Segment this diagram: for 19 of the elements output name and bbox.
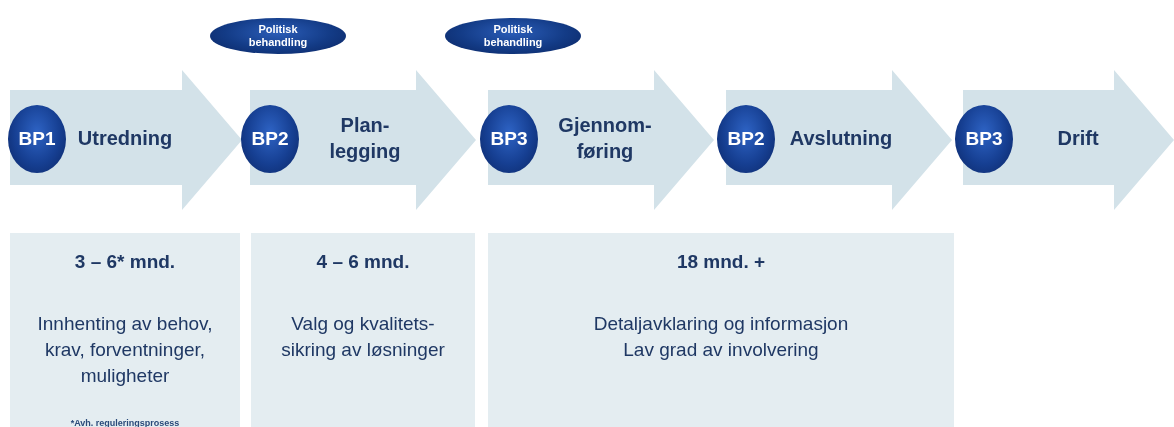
duration-label: 4 – 6 mnd.	[315, 251, 411, 273]
phase-label: Plan- legging	[328, 112, 402, 164]
description-text: Lav grad av involvering	[622, 338, 820, 362]
description-text: Innhenting av behov, krav, forventninger, muligheter	[36, 312, 214, 388]
decision-oval: Politisk behandling	[445, 18, 581, 54]
footnote-text: *Avh. reguleringsprosess	[69, 418, 181, 427]
info-panel	[251, 233, 475, 427]
phase-label: Gjennom- føring	[557, 112, 653, 164]
phase-label: Utredning	[76, 125, 174, 151]
description-text: Detaljavklaring og informasjon	[592, 312, 850, 336]
description-text: Valg og kvalitets- sikring av løsninger	[280, 312, 446, 362]
phase-label: Drift	[1056, 125, 1100, 151]
info-panel	[488, 233, 954, 427]
duration-label: 3 – 6* mnd.	[73, 251, 177, 273]
phase-label: Avslutning	[788, 125, 894, 151]
duration-label: 18 mnd. +	[675, 251, 767, 273]
decision-oval: Politisk behandling	[210, 18, 346, 54]
arrow-shape	[10, 70, 242, 210]
info-panel	[10, 233, 240, 427]
